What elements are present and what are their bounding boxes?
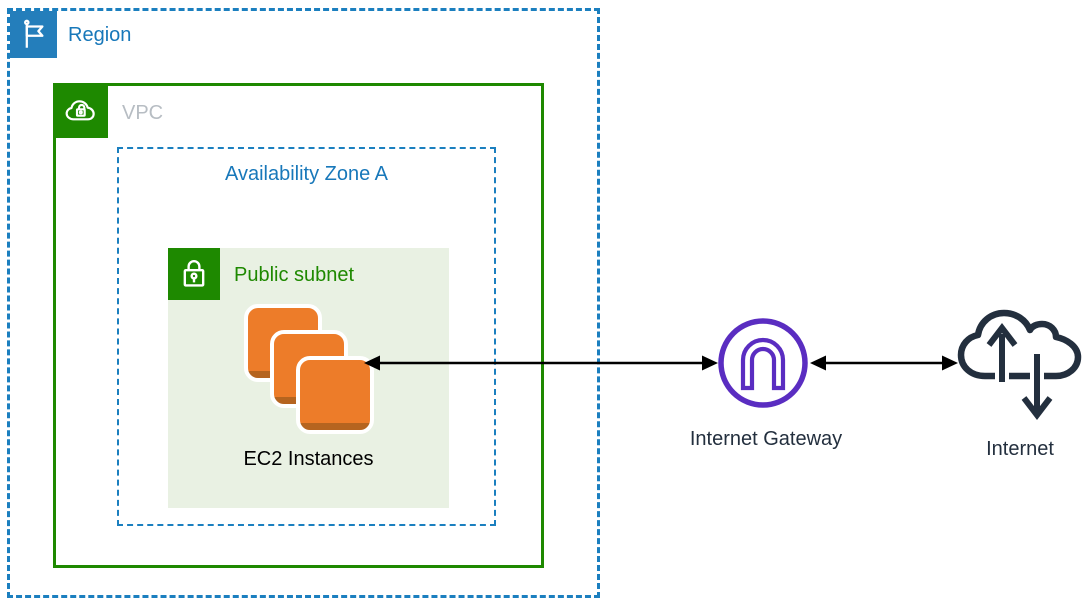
vpc-label: VPC <box>122 102 164 124</box>
availability-zone-label: Availability Zone A <box>224 163 389 185</box>
download-arrow <box>1021 354 1053 420</box>
public-subnet-label: Public subnet <box>234 264 355 286</box>
public-subnet-container: Public subnet EC2 Instances <box>168 248 449 508</box>
internet-gateway-label: Internet Gateway <box>689 428 843 450</box>
subnet-lock-icon <box>168 248 220 300</box>
region-flag-icon <box>10 11 57 58</box>
region-label: Region <box>68 24 132 46</box>
ec2-instance-square-front <box>296 356 374 434</box>
ec2-instances-label: EC2 Instances <box>243 448 374 470</box>
arrow-gateway-to-internet <box>810 355 958 371</box>
availability-zone-container: Availability Zone A Public subnet <box>117 147 496 526</box>
upload-arrow <box>986 323 1018 382</box>
internet-gateway-icon <box>718 318 808 408</box>
internet-cloud-icon <box>957 309 1082 420</box>
vpc-container: VPC Availability Zone A Public subnet <box>53 83 544 568</box>
vpc-cloud-lock-icon <box>56 86 108 138</box>
region-container: Region VPC Availability Zone A <box>7 8 600 598</box>
internet-label: Internet <box>986 438 1054 460</box>
